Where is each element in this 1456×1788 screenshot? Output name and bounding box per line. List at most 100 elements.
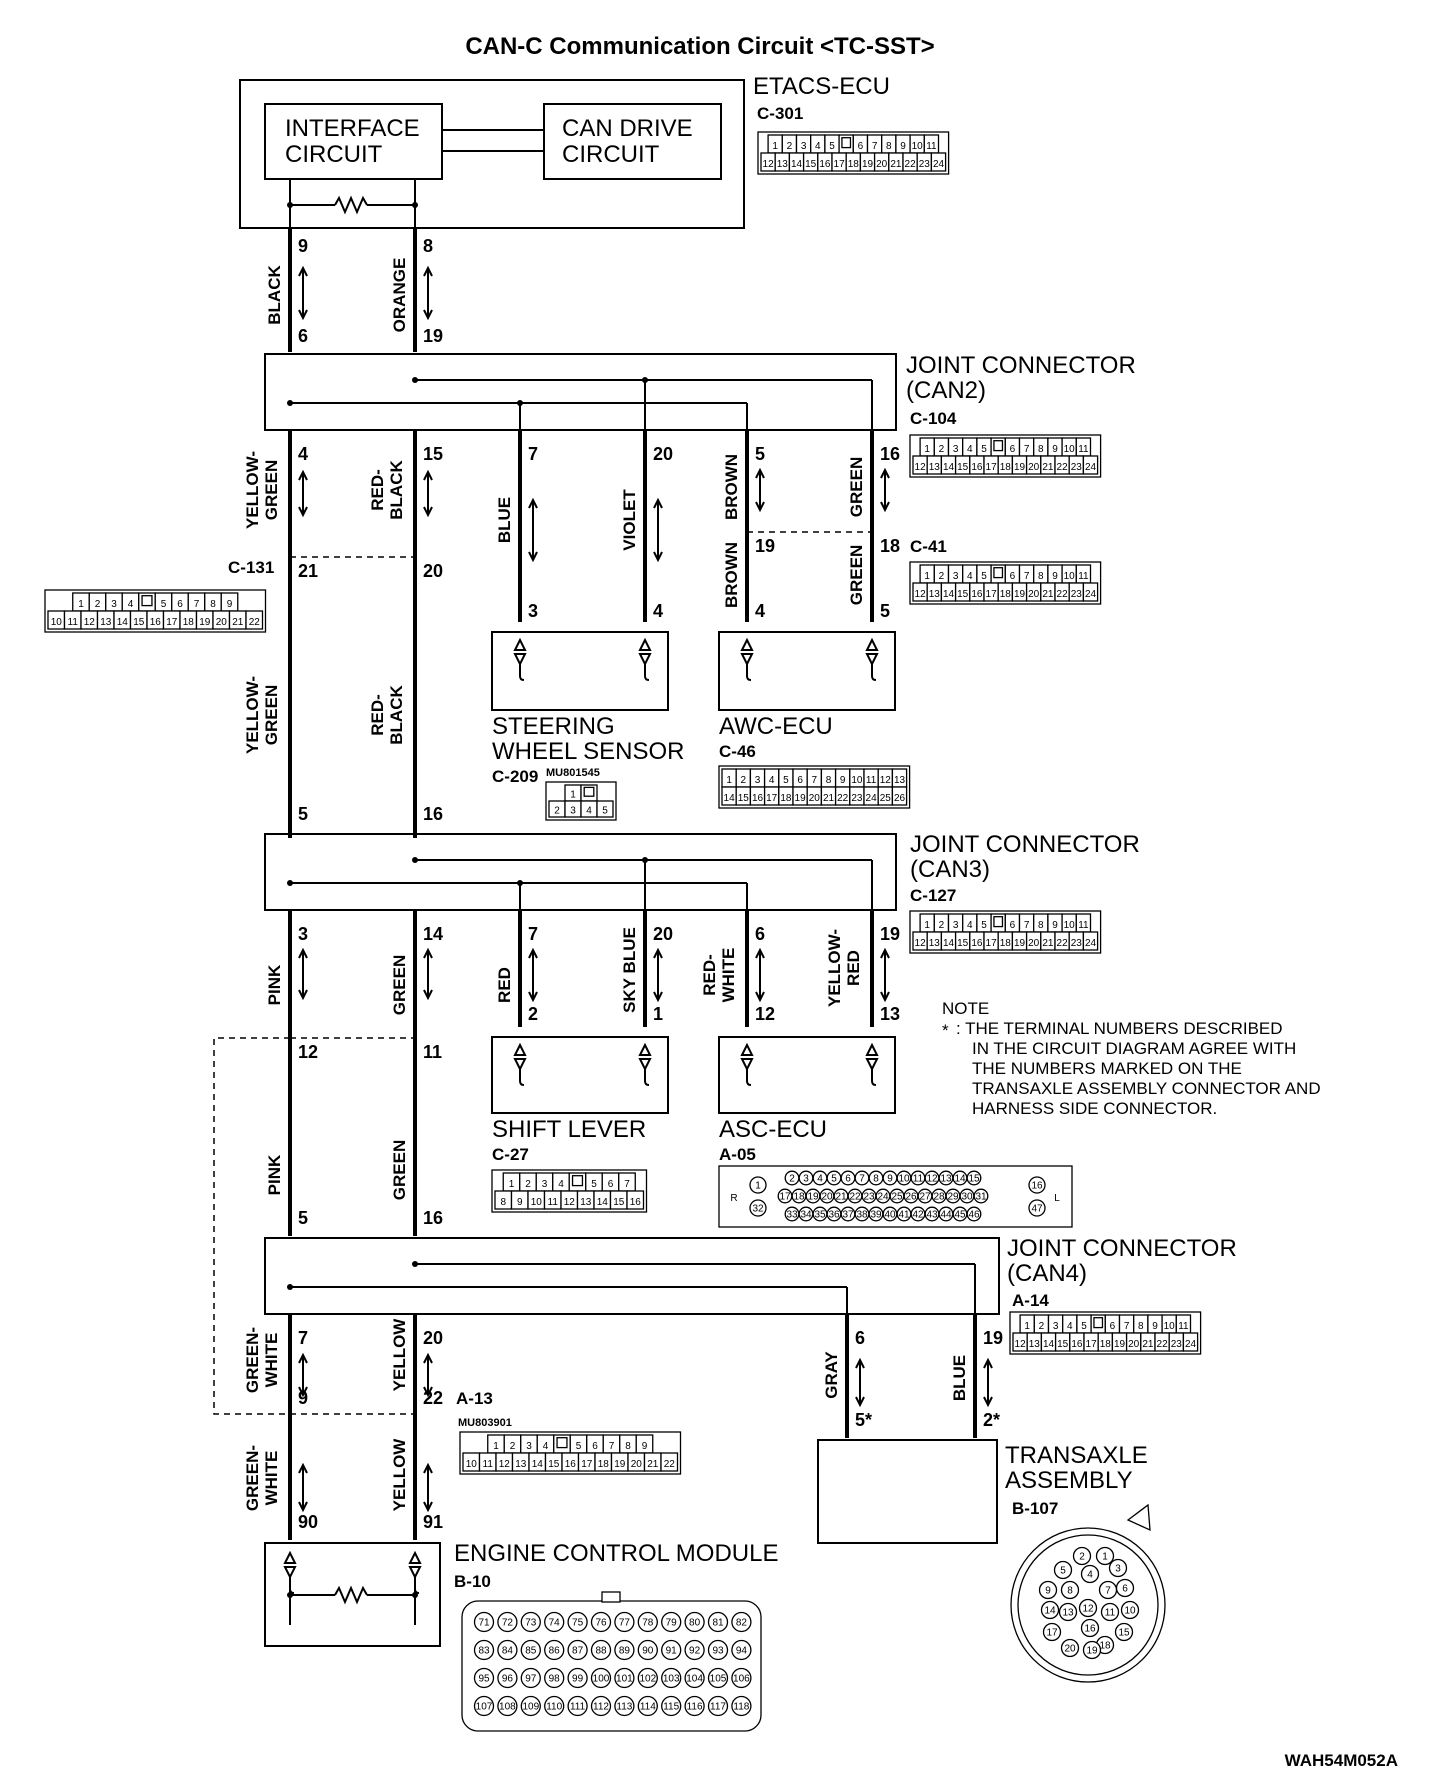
- ecm-pin: [707, 1667, 729, 1689]
- pin-jc4-6: 6: [855, 1328, 865, 1348]
- connector-pin-number: 11: [1078, 444, 1089, 455]
- ecm-pin: [637, 1667, 658, 1689]
- asc-pin-number: 23: [863, 1192, 875, 1203]
- signal-arrows: [298, 265, 993, 1513]
- connector-cell: [930, 152, 947, 172]
- pin-awc-5: 5: [880, 601, 890, 621]
- ecm-pin: [707, 1639, 729, 1661]
- transaxle-code: B-107: [1012, 1499, 1058, 1518]
- pin-t-2: 2*: [983, 1410, 1000, 1430]
- connector-pin-number: 6: [608, 1179, 614, 1190]
- a13-code: A-13: [456, 1389, 493, 1408]
- connector-pin-number: 1: [78, 599, 84, 610]
- connector-pin-number: 2: [787, 141, 793, 152]
- connector-pin-number: 12: [915, 589, 927, 600]
- transaxle-pin: [1114, 1622, 1134, 1642]
- asc-pin-number: 5: [831, 1174, 837, 1185]
- connector-pin-number: 8: [886, 141, 892, 152]
- wire-blue1: BLUE: [495, 497, 514, 543]
- connector-pin-number: 22: [1057, 462, 1069, 473]
- connector-pin-number: 22: [1057, 938, 1069, 949]
- asc-pin-number: 28: [933, 1192, 945, 1203]
- connector-pin-number: 4: [1067, 1321, 1073, 1332]
- pin-ecm-91: 91: [423, 1512, 443, 1532]
- pin-jc3-6: 6: [755, 924, 765, 944]
- transaxle-pin: [1100, 1602, 1120, 1622]
- connector-pin-number: 10: [466, 1459, 478, 1470]
- connector-pin-number: 14: [791, 159, 803, 170]
- jc2-code: C-104: [910, 409, 957, 428]
- asc-ecu: ASC-ECU A-05: [718, 1036, 896, 1164]
- asc-pin-number: 25: [891, 1192, 903, 1203]
- asc-pin-number: 46: [968, 1210, 980, 1221]
- wire-yr-a: YELLOW-: [825, 929, 844, 1007]
- asc-pin-number: 36: [828, 1210, 840, 1221]
- ecm-pin: [473, 1611, 495, 1633]
- asc-pin: [973, 1188, 989, 1204]
- connector-pin-number: 15: [957, 938, 969, 949]
- wire-rb1-b: BLACK: [387, 460, 406, 520]
- transaxle-pin: [1042, 1622, 1062, 1642]
- connector-pin-number: 12: [915, 938, 927, 949]
- pin-asc-13: 13: [880, 1004, 900, 1024]
- transaxle-pin-number: 15: [1118, 1628, 1130, 1639]
- connector-pin-number: 24: [933, 159, 945, 170]
- connector-pin-number: 11: [1078, 920, 1089, 931]
- ecm-pin: [731, 1667, 752, 1689]
- etacs-code: C-301: [757, 104, 803, 123]
- connector-pin-number: 4: [967, 571, 973, 582]
- connector-pin-number: 19: [1014, 589, 1026, 600]
- ecm-pin: [661, 1611, 682, 1633]
- connector-pin-number: 6: [797, 775, 803, 786]
- connector-pin-number: 1: [493, 1441, 499, 1452]
- connector-pin-number: 23: [851, 793, 863, 804]
- connector-pin-number: 2: [525, 1179, 531, 1190]
- pin-8: 8: [423, 236, 433, 256]
- ecm-pin-number: 71: [478, 1618, 490, 1629]
- steering-name-1: STEERING: [492, 713, 615, 740]
- connector-pin-number: 10: [531, 1197, 543, 1208]
- connector-pin-number: 10: [912, 141, 924, 152]
- wire-rb1-a: RED-: [368, 469, 387, 511]
- asc-pin: [966, 1206, 982, 1222]
- asc-pin: [1028, 1176, 1046, 1194]
- jc3-box: [264, 833, 897, 911]
- connector-pin-number: 14: [724, 793, 736, 804]
- steering-part: MU801545: [546, 767, 600, 779]
- connector-pin-number: 9: [1052, 571, 1058, 582]
- connector-pin-number: 4: [967, 920, 973, 931]
- wire-pink2: PINK: [265, 1154, 284, 1195]
- asc-pin-number: 44: [940, 1210, 952, 1221]
- wire-yr-b: RED: [844, 950, 863, 986]
- asc-pin-number: 15: [968, 1174, 980, 1185]
- connector-pin-number: 7: [1124, 1321, 1130, 1332]
- asc-pin-number: 38: [856, 1210, 868, 1221]
- connector-pin-number: 20: [631, 1459, 643, 1470]
- connector-pin-number: 8: [625, 1441, 631, 1452]
- connector-pin-number: 8: [210, 599, 216, 610]
- connector-pin-number: 16: [971, 462, 983, 473]
- connector-pin-number: 8: [1038, 571, 1044, 582]
- connector-pin-number: 5: [1081, 1321, 1087, 1332]
- transaxle-pin: [1053, 1560, 1073, 1580]
- wire-sky-blue: SKY BLUE: [620, 927, 639, 1013]
- connector-cell: [626, 1190, 645, 1210]
- ecm-pin: [544, 1667, 565, 1689]
- asc-pin-number: 21: [835, 1192, 847, 1203]
- connector-pin-number: 13: [777, 159, 789, 170]
- transaxle-pin: [1038, 1580, 1058, 1600]
- connector-pin-number: 15: [738, 793, 750, 804]
- pin-jc4-19: 19: [983, 1328, 1003, 1348]
- connector-pin-number: 18: [598, 1459, 610, 1470]
- asc-pin-number: 45: [954, 1210, 966, 1221]
- transaxle-pin-number: 4: [1087, 1570, 1093, 1581]
- a13-part: MU803901: [458, 1417, 512, 1429]
- ecm-pin: [637, 1611, 658, 1633]
- wire-yellow1: YELLOW: [390, 1318, 409, 1392]
- pin-jc3-20: 20: [653, 924, 673, 944]
- wire-black-label: BLACK: [265, 265, 284, 325]
- connector-pin-number: 5: [602, 805, 608, 816]
- connector-pin-number: 22: [905, 159, 917, 170]
- ecm-pin: [544, 1611, 565, 1633]
